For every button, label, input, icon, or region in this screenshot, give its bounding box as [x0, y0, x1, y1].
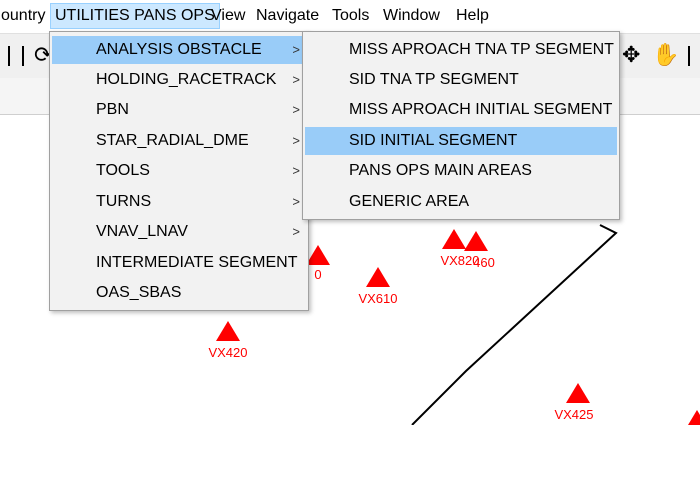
menu-item-oas-sbas[interactable]: OAS_SBAS — [52, 279, 306, 307]
menu-item-pans-ops-main-areas[interactable]: PANS OPS MAIN AREAS — [305, 157, 617, 185]
waypoint-label: 460 — [473, 255, 495, 270]
menu-item-label: SID TNA TP SEGMENT — [349, 71, 519, 88]
waypoint-label: 0 — [314, 267, 322, 282]
menu-item-generic-area[interactable]: GENERIC AREA — [305, 188, 617, 216]
menu-item-sid-initial-segment[interactable]: SID INITIAL SEGMENT — [305, 127, 617, 155]
waypoint-label: VX820 — [440, 253, 480, 268]
menu-window[interactable]: Window — [383, 7, 440, 24]
menu-item-intermediate-segment[interactable]: INTERMEDIATE SEGMENT — [52, 249, 306, 277]
menu-item-label: STAR_RADIAL_DME — [96, 132, 249, 149]
waypoint-triangle-icon — [566, 383, 590, 403]
waypoint-label: VX425 — [554, 407, 594, 422]
menu-item-turns[interactable]: TURNS > — [52, 188, 306, 216]
menu-item-label: GENERIC AREA — [349, 193, 470, 210]
menu-view[interactable]: View — [211, 7, 246, 24]
submenu-arrow-icon: > — [292, 133, 300, 148]
menu-item-label: OAS_SBAS — [96, 284, 182, 301]
utilities-pans-ops-menu: ANALYSIS OBSTACLE > HOLDING_RACETRACK > … — [49, 31, 309, 311]
menu-item-label: HOLDING_RACETRACK — [96, 71, 277, 88]
menu-item-label: SID INITIAL SEGMENT — [349, 132, 518, 149]
menu-item-label: VNAV_LNAV — [96, 223, 188, 240]
menu-item-miss-aproach-initial-segment[interactable]: MISS APROACH INITIAL SEGMENT — [305, 96, 617, 124]
menu-item-label: TURNS — [96, 193, 152, 210]
menu-item-pbn[interactable]: PBN > — [52, 96, 306, 124]
menu-navigate[interactable]: Navigate — [256, 7, 320, 24]
submenu-arrow-icon: > — [292, 42, 300, 57]
waypoint-triangle-icon — [685, 410, 700, 425]
submenu-arrow-icon: > — [292, 224, 300, 239]
pan-hand-icon[interactable]: ✋ — [652, 42, 680, 67]
menu-tools[interactable]: Tools — [332, 7, 370, 24]
menu-item-label: PANS OPS MAIN AREAS — [349, 162, 532, 179]
menu-item-label: PBN — [96, 101, 129, 118]
waypoint-triangle-icon — [216, 321, 240, 341]
menu-item-label: MISS APROACH TNA TP SEGMENT — [349, 41, 614, 58]
menu-country[interactable]: ountry — [1, 7, 46, 24]
waypoint-triangle-icon — [442, 229, 466, 249]
menu-help[interactable]: Help — [456, 7, 489, 24]
area-boundary-line — [411, 224, 618, 425]
waypoint-label: VX610 — [358, 291, 398, 306]
menu-item-label: MISS APROACH INITIAL SEGMENT — [349, 101, 613, 118]
toolbar-separator — [688, 46, 690, 66]
menu-item-label: TOOLS — [96, 162, 150, 179]
menu-item-vnav-lnav[interactable]: VNAV_LNAV > — [52, 218, 306, 246]
menu-item-miss-aproach-tna-tp-segment[interactable]: MISS APROACH TNA TP SEGMENT — [305, 36, 617, 64]
refresh-icon[interactable]: ⟳ — [34, 42, 53, 67]
submenu-arrow-icon: > — [292, 194, 300, 209]
menu-item-analysis-obstacle[interactable]: ANALYSIS OBSTACLE > — [52, 36, 306, 64]
submenu-arrow-icon: > — [292, 72, 300, 87]
waypoint-triangle-icon — [306, 245, 330, 265]
menu-item-star-radial-dme[interactable]: STAR_RADIAL_DME > — [52, 127, 306, 155]
waypoint-triangle-icon — [366, 267, 390, 287]
menu-item-holding-racetrack[interactable]: HOLDING_RACETRACK > — [52, 66, 306, 94]
toolbar-separator — [22, 46, 24, 66]
menu-bar: ountry UTILITIES PANS OPS View Navigate … — [0, 0, 700, 32]
menu-item-label: ANALYSIS OBSTACLE — [96, 41, 262, 58]
toolbar-separator — [8, 46, 10, 66]
submenu-arrow-icon: > — [292, 163, 300, 178]
map-lines — [411, 224, 618, 425]
menu-item-label: INTERMEDIATE SEGMENT — [96, 254, 298, 271]
menu-item-sid-tna-tp-segment[interactable]: SID TNA TP SEGMENT — [305, 66, 617, 94]
menu-utilities-pans-ops[interactable]: UTILITIES PANS OPS — [50, 3, 220, 29]
submenu-arrow-icon: > — [292, 102, 300, 117]
analysis-obstacle-submenu: MISS APROACH TNA TP SEGMENT SID TNA TP S… — [302, 31, 620, 220]
status-area — [0, 425, 700, 484]
waypoint-label: VX420 — [208, 345, 248, 360]
move-icon[interactable]: ✥ — [622, 42, 641, 67]
waypoint-triangle-icon — [464, 231, 488, 251]
menu-item-tools[interactable]: TOOLS > — [52, 157, 306, 185]
